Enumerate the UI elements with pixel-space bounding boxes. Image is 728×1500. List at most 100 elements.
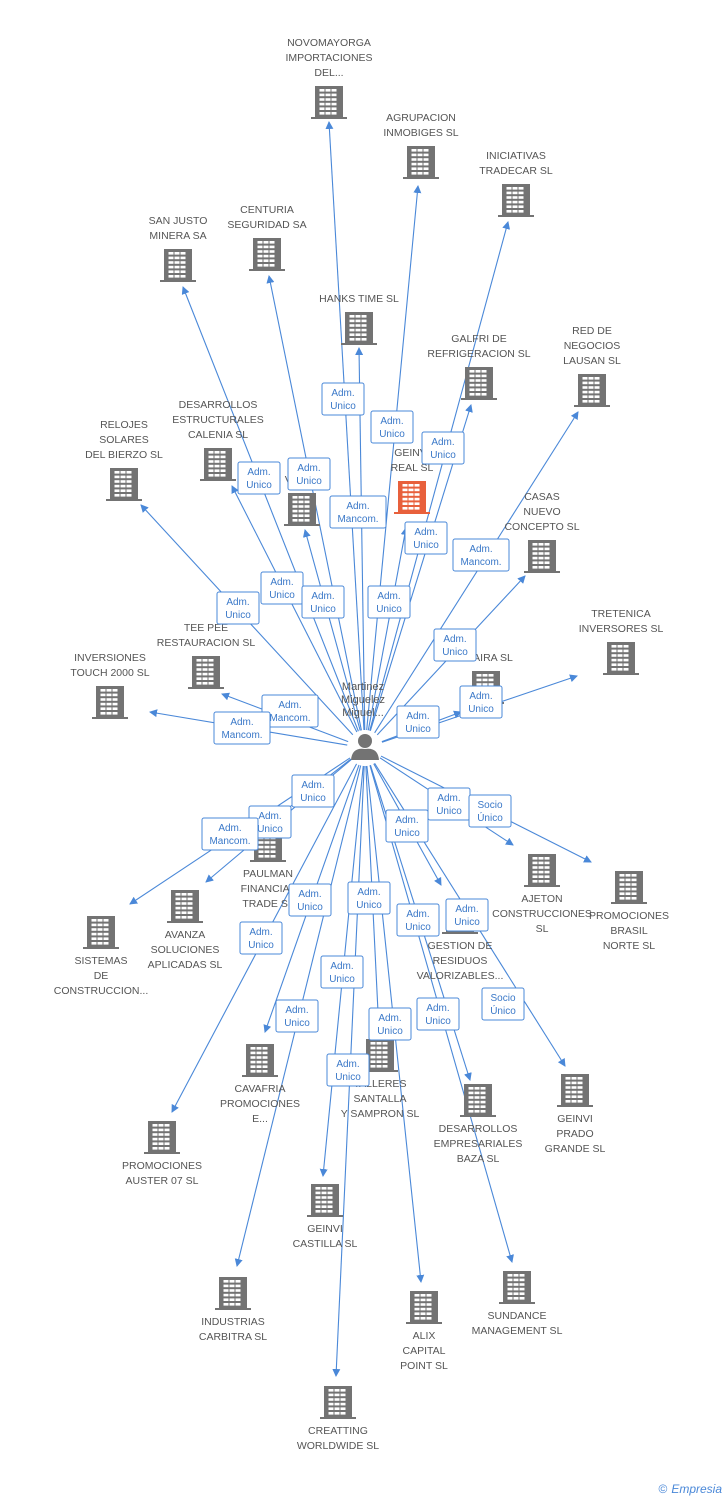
role-line: Adm.: [414, 527, 437, 538]
company-label: GEINVI: [307, 1223, 343, 1235]
company-label: BAZA SL: [457, 1153, 500, 1165]
role-badge-25[interactable]: Adm.Unico: [445, 898, 489, 932]
role-badge-10[interactable]: Adm.Unico: [367, 585, 411, 619]
company-label: CAPITAL: [403, 1345, 446, 1357]
building-icon: [362, 1039, 398, 1072]
role-badge-31[interactable]: Adm.Unico: [275, 999, 319, 1033]
role-line: Unico: [405, 922, 431, 933]
role-badge-13[interactable]: Adm.Unico: [459, 685, 503, 719]
role-line: Unico: [454, 917, 480, 928]
company-label: INDUSTRIAS: [201, 1316, 265, 1328]
role-badge-27[interactable]: Adm.Unico: [239, 921, 283, 955]
role-badge-23[interactable]: Adm.Unico: [288, 883, 332, 917]
company-label: FINANCIAL: [241, 883, 296, 895]
company-label: IMPORTACIONES: [285, 52, 372, 64]
role-badge-11[interactable]: Adm.Unico: [216, 591, 260, 625]
role-badge-28[interactable]: Adm.Unico: [320, 955, 364, 989]
role-badge-6[interactable]: Adm.Unico: [404, 521, 448, 555]
role-badge-5[interactable]: Adm.Mancom.: [329, 495, 387, 529]
building-icon: [92, 686, 128, 719]
company-label: BRASIL: [610, 925, 648, 937]
company-label: MANAGEMENT SL: [472, 1325, 563, 1337]
building-icon: [498, 184, 534, 217]
role-badge-9[interactable]: Adm.Unico: [301, 585, 345, 619]
role-line: Unico: [300, 793, 326, 804]
role-badge-1[interactable]: Adm.Unico: [370, 410, 414, 444]
company-node-cavafria[interactable]: CAVAFRIAPROMOCIONESE...: [220, 1044, 300, 1125]
role-badge-22[interactable]: Adm.Mancom.: [201, 817, 259, 851]
role-line: Unico: [330, 401, 356, 412]
role-line: Unico: [335, 1072, 361, 1083]
role-badge-4[interactable]: Adm.Unico: [287, 457, 331, 491]
company-label: HANKS TIME SL: [319, 293, 399, 305]
role-badge-8[interactable]: Adm.Unico: [260, 571, 304, 605]
building-icon: [167, 890, 203, 923]
role-badge-3[interactable]: Adm.Unico: [237, 461, 281, 495]
role-badge-26[interactable]: Adm.Unico: [396, 903, 440, 937]
role-line: Unico: [394, 828, 420, 839]
edge-line-1: [366, 185, 422, 731]
role-badge-16[interactable]: Adm.Unico: [396, 705, 440, 739]
role-line: Adm.: [346, 501, 369, 512]
role-badge-12[interactable]: Adm.Unico: [433, 628, 477, 662]
role-line: Adm.: [357, 887, 380, 898]
role-badge-33[interactable]: Adm.Unico: [326, 1053, 370, 1087]
role-badge-24[interactable]: Adm.Unico: [347, 881, 391, 915]
role-badge-17[interactable]: Adm.Unico: [291, 774, 335, 808]
building-icon: [406, 1291, 442, 1324]
building-icon: [144, 1121, 180, 1154]
role-badge-2[interactable]: Adm.Unico: [421, 431, 465, 465]
company-label: DESARROLLOS: [439, 1123, 518, 1135]
center-person[interactable]: MartinezMiguelezMiguel...: [341, 681, 385, 760]
company-node-novomayorga[interactable]: NOVOMAYORGAIMPORTACIONESDEL...: [285, 37, 373, 119]
role-line: Unico: [296, 476, 322, 487]
role-badge-32[interactable]: Adm.Unico: [368, 1007, 412, 1041]
role-badge-29[interactable]: Adm.Unico: [416, 997, 460, 1031]
company-node-hanks[interactable]: HANKS TIME SL: [319, 293, 399, 345]
company-label: RED DE: [572, 325, 612, 337]
role-badge-0[interactable]: Adm.Unico: [321, 382, 365, 416]
role-line: Adm.: [431, 437, 454, 448]
role-badge-14[interactable]: Adm.Mancom.: [261, 694, 319, 728]
role-line: Adm.: [247, 467, 270, 478]
role-line: Adm.: [249, 927, 272, 938]
company-label: TRADECAR SL: [479, 165, 553, 177]
role-badge-7[interactable]: Adm.Mancom.: [452, 538, 510, 572]
role-badge-15[interactable]: Adm.Mancom.: [213, 711, 271, 745]
center-name-line: Miguelez: [341, 694, 385, 706]
company-label: SOLUCIONES: [151, 944, 220, 956]
building-icon: [341, 312, 377, 345]
building-icon: [160, 249, 196, 282]
company-node-sistemas[interactable]: SISTEMASDECONSTRUCCION...: [54, 916, 149, 997]
role-badge-21[interactable]: Adm.Unico: [385, 809, 429, 843]
role-badge-19[interactable]: Adm.Unico: [427, 787, 471, 821]
building-icon: [394, 481, 430, 514]
role-line: Único: [477, 811, 503, 824]
